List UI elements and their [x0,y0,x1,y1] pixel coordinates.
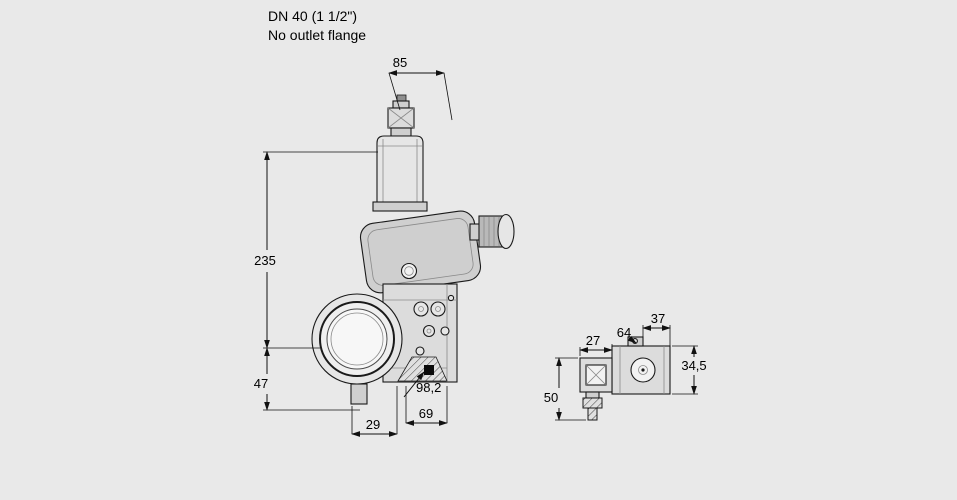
valve-front-view [311,94,515,405]
front-view-dimensions: 85 235 47 98,2 69 [254,55,453,437]
dim-side-body-height: 34,5 [672,345,707,395]
boss-circle [440,326,450,336]
dim-front-total-height: 235 [254,151,378,349]
drawing-title: DN 40 (1 1/2") No outlet flange [268,7,366,45]
dim-label: 50 [544,390,558,405]
dim-label: 27 [586,333,600,348]
boss-circle [447,294,455,302]
valve-side-view [579,336,671,421]
connector-cap [392,100,410,109]
dim-label: 29 [366,417,380,432]
dim-side-connector-height: 50 [544,357,586,421]
boss-circle [415,346,425,356]
boss-center [426,328,432,334]
extension-lines [388,72,453,121]
connector-pin [396,94,407,102]
solenoid-housing [359,210,482,294]
body-detail-bosses [413,294,455,356]
flange-thread-circle-1 [326,308,388,370]
leader-line [627,335,637,344]
flange-thread-circle-2 [330,312,384,366]
dim-front-lower-height: 47 [254,347,360,411]
side-port-center [641,368,645,372]
dim-front-bottom-width: 69 [405,386,448,426]
actuator-shading-lines [378,139,422,202]
side-view-dimensions: 37 64 27 34,5 50 [544,311,707,421]
gland-tube [587,407,598,421]
pressure-tap-section [397,356,448,382]
dim-label: 85 [393,55,407,70]
dim-label: 69 [419,406,433,421]
bottom-foot [350,383,368,405]
side-body-step-lines [619,346,665,394]
dim-side-top-tab-width: 37 [642,311,671,346]
inlet-flange [311,293,403,385]
boss-circle [430,301,446,317]
extension-lines [351,386,398,434]
side-cable-gland [582,391,603,421]
gland-neck [585,391,600,399]
gland-nut [582,397,603,409]
drawing-title-line1: DN 40 (1 1/2") [268,8,358,24]
dim-label: 235 [254,253,276,268]
side-connector-cross [585,364,607,386]
boss-center [418,306,424,312]
extension-lines [263,151,378,349]
side-body [611,336,671,395]
dim-side-body-width: 64 [617,325,637,344]
side-connector [579,357,613,393]
actuator-body [376,135,424,203]
drawing-title-line2: No outlet flange [268,27,367,43]
dim-label: 47 [254,376,268,391]
actuator-collar [372,201,428,212]
knob-end-face [497,213,515,250]
flow-adjuster-knob [469,213,515,250]
dim-label: 34,5 [681,358,706,373]
indicator-window-inner [404,266,414,276]
dim-front-diagonal-depth: 98,2 [403,371,441,398]
housing-outline [359,210,482,294]
dim-front-top-width: 85 [388,55,453,121]
leader-line [403,371,425,398]
boss-circle [422,324,436,338]
knob-knurl-lines [483,217,500,246]
hatched-wedge [397,356,448,382]
indicator-window-outer [400,262,418,280]
dim-front-bottom-offset: 29 [351,386,398,437]
extension-lines [405,386,448,423]
dim-side-connector-width: 27 [579,333,613,356]
boss-circle [413,301,429,317]
connector-cross-lines [387,107,415,129]
actuator-cylinder [372,135,428,212]
tap-plug-square [424,365,434,375]
side-port-inner [638,365,648,375]
dim-label: 37 [651,311,665,326]
housing-inner-contour [367,218,474,286]
boss-center [435,306,441,312]
dim-label: 64 [617,325,631,340]
dim-label: 98,2 [416,380,441,395]
top-connector [387,94,415,137]
connector-neck [390,127,412,137]
